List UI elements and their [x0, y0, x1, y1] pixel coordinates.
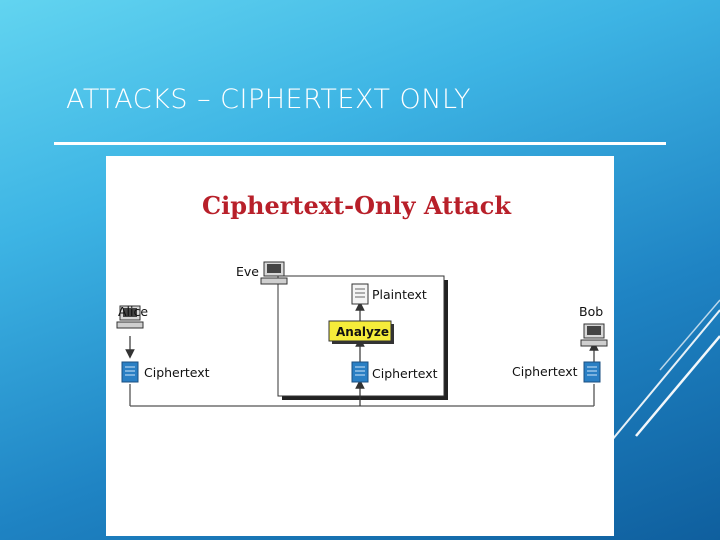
- bob-ciphertext-label: Ciphertext: [512, 364, 578, 379]
- alice-label: Alice: [118, 304, 148, 319]
- eve-ciphertext-document-icon: [351, 361, 369, 383]
- eve-computer-icon: [260, 261, 288, 285]
- diagram-heading: Ciphertext-Only Attack: [202, 191, 512, 220]
- bob-label: Bob: [579, 304, 603, 319]
- alice-computer-icon: [116, 305, 144, 329]
- bob-ciphertext-document-icon: [583, 361, 601, 383]
- analyze-label: Analyze: [336, 325, 389, 339]
- eve-ciphertext-label: Ciphertext: [372, 366, 438, 381]
- plaintext-document-icon: [351, 283, 369, 305]
- alice-ciphertext-document-icon: [121, 361, 139, 383]
- alice-ciphertext-label: Ciphertext: [144, 365, 210, 380]
- diagram-figure: Ciphertext-Only Attack: [106, 156, 614, 536]
- analyze-box: [328, 320, 392, 342]
- slide-title: ATTACKS – CIPHERTEXT ONLY: [66, 84, 471, 115]
- title-underline: [54, 142, 666, 145]
- eve-label: Eve: [236, 264, 259, 279]
- bob-computer-icon: [580, 323, 608, 347]
- plaintext-label: Plaintext: [372, 287, 427, 302]
- diagram-canvas: Ciphertext-Only Attack: [116, 191, 608, 407]
